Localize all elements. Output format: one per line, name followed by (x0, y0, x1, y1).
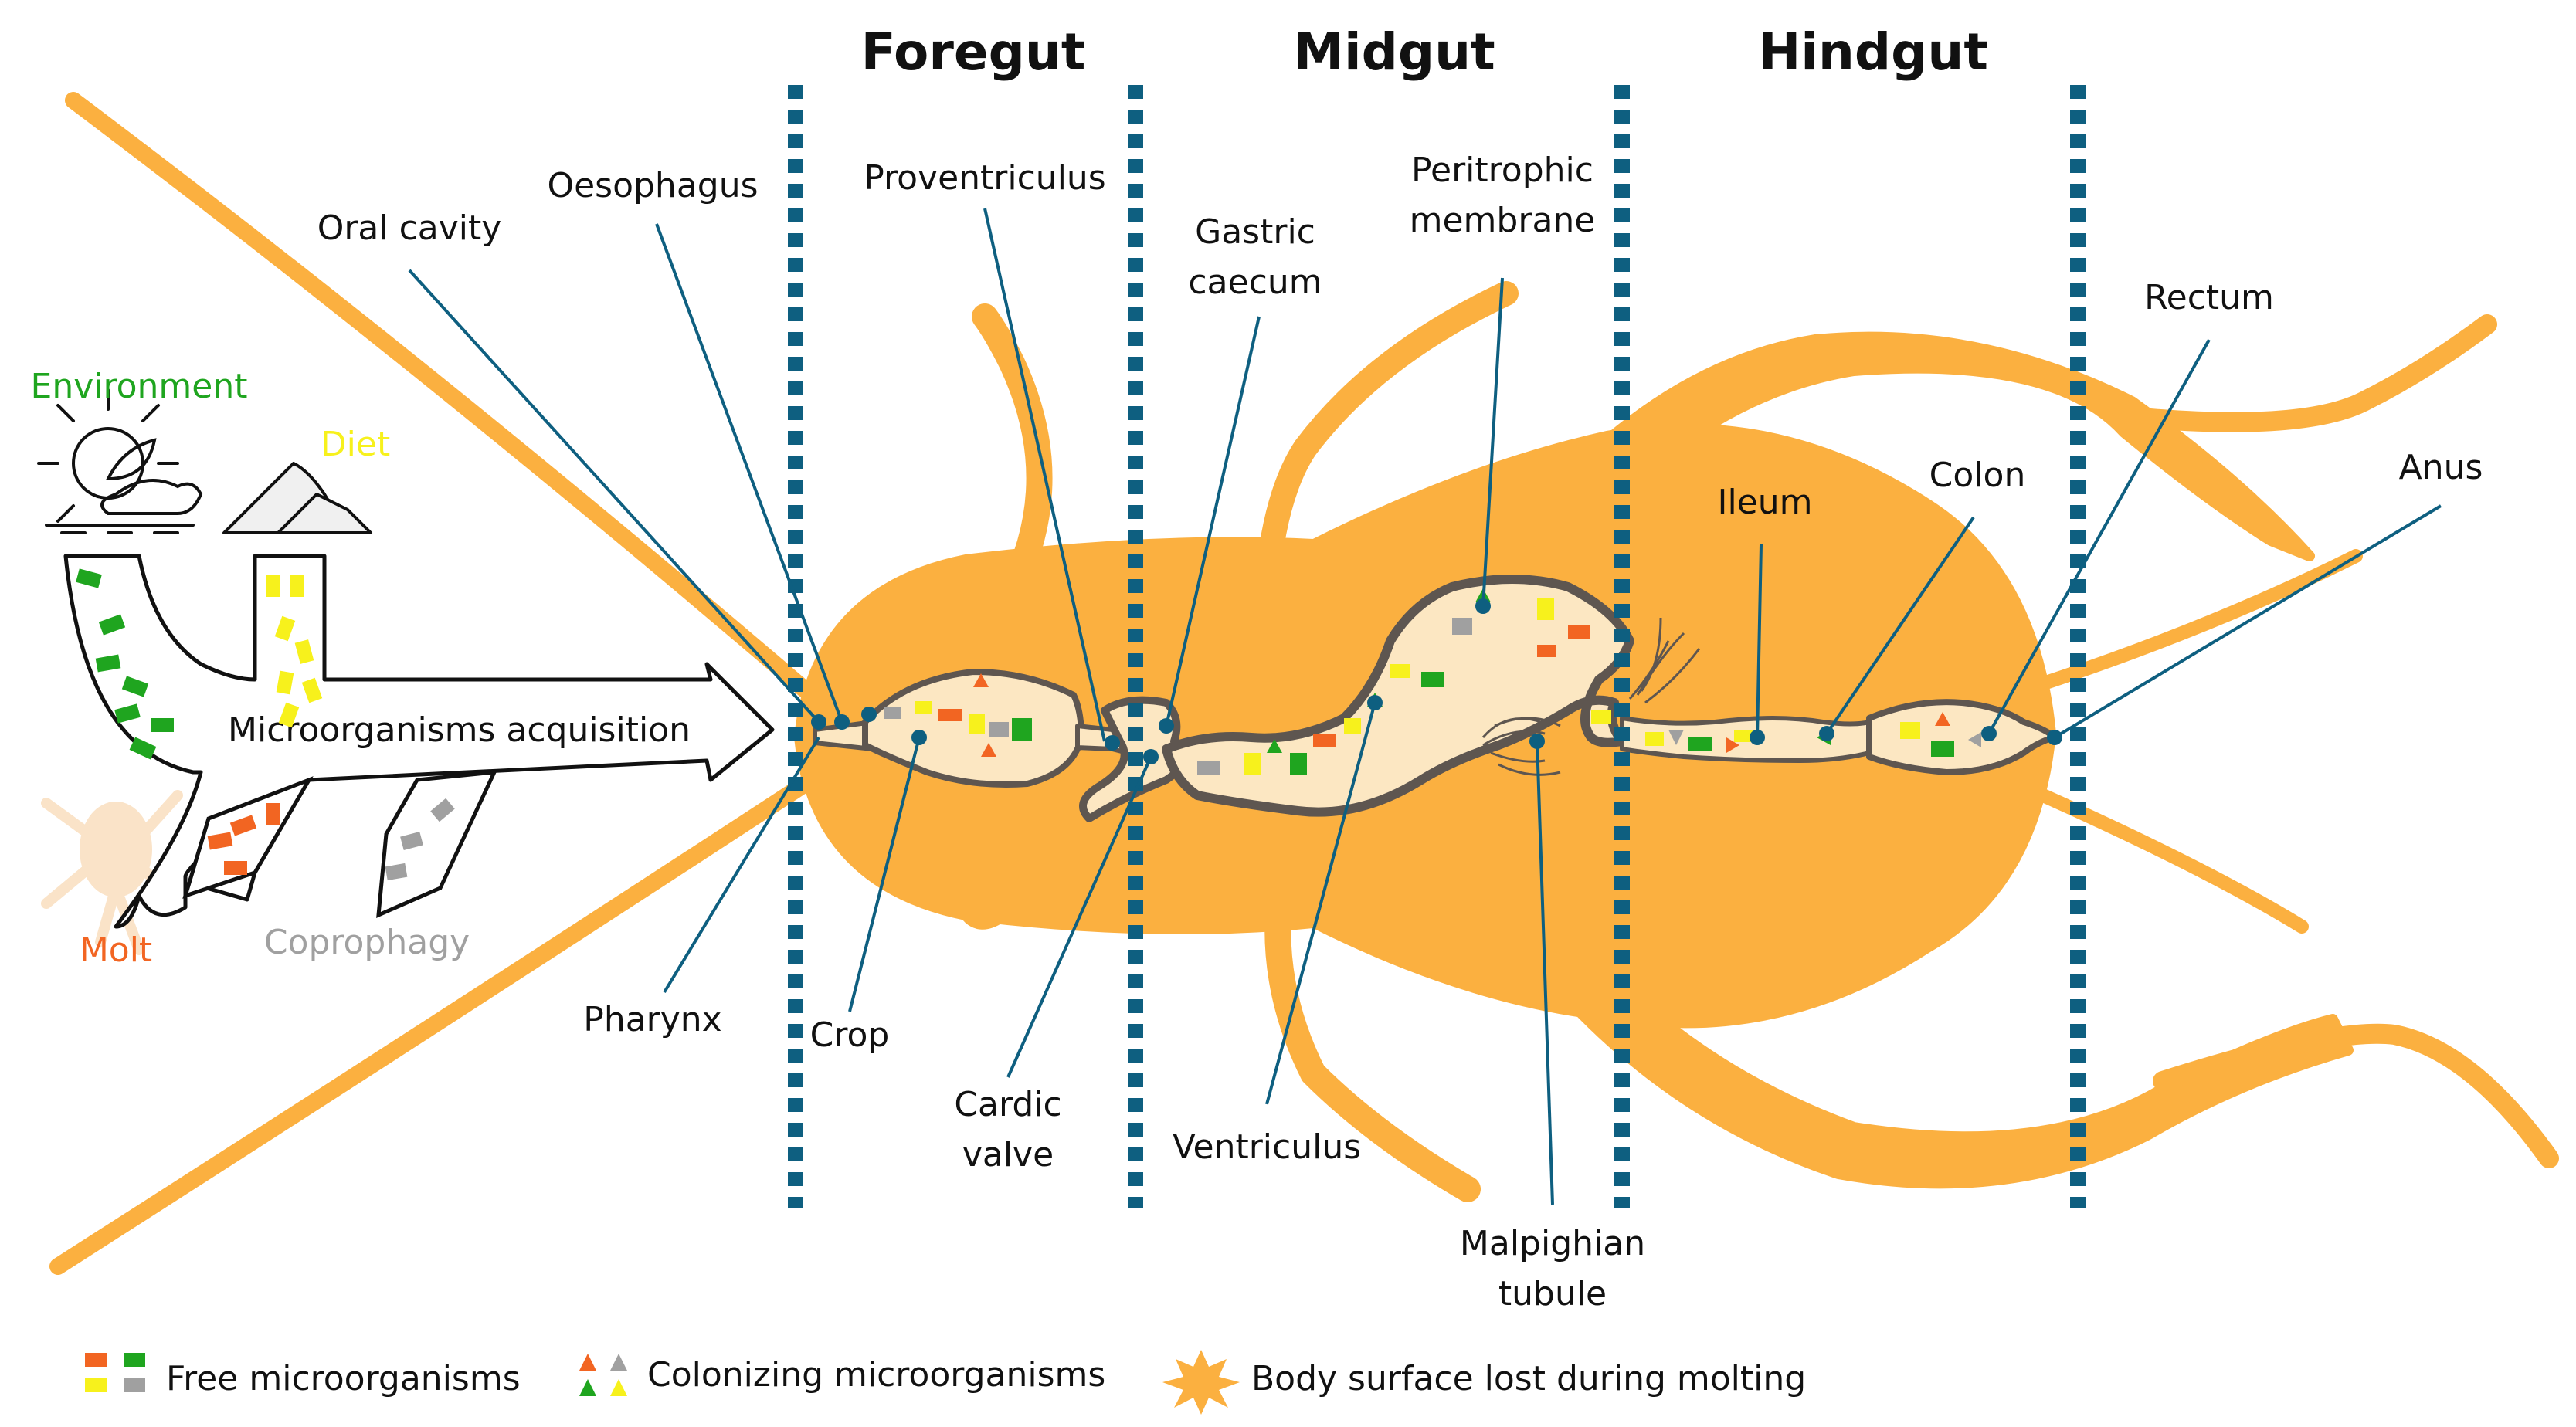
label-ileum: Ileum (1717, 483, 1812, 522)
legend-colonizing: Colonizing microorganisms (579, 1354, 1105, 1396)
label-ventriculus: Ventriculus (1173, 1127, 1361, 1167)
label-malpighian-1: Malpighian (1460, 1224, 1645, 1263)
legend-free-orange-swatch (85, 1353, 107, 1367)
region-titles: Foregut Midgut Hindgut (861, 22, 1988, 82)
antenna-lower (49, 771, 820, 1275)
hind-leg-upper (1462, 331, 2315, 639)
label-coprophagy: Coprophagy (264, 923, 470, 962)
label-malpighian-2: tubule (1498, 1274, 1607, 1313)
label-gastric-caecum-2: caecum (1188, 263, 1322, 302)
legend-colonizing-yellow-swatch (610, 1379, 627, 1396)
label-pharynx: Pharynx (583, 1000, 721, 1039)
label-peritrophic-1: Peritrophic (1411, 151, 1593, 190)
label-colon: Colon (1929, 456, 2026, 495)
region-midgut: Midgut (1293, 22, 1495, 82)
label-diet: Diet (321, 425, 390, 464)
label-anus: Anus (2399, 448, 2483, 487)
legend-molting: Body surface lost during molting (1162, 1350, 1806, 1415)
antenna-upper (65, 92, 820, 703)
legend-free-label: Free microorganisms (166, 1359, 521, 1398)
legend-free: Free microorganisms (85, 1353, 521, 1398)
label-cardic-1: Cardic (954, 1085, 1061, 1124)
label-molt: Molt (80, 930, 152, 970)
label-oral-cavity: Oral cavity (317, 208, 502, 248)
leader-lines (408, 208, 2442, 1205)
ventriculus-shape (1162, 575, 1634, 817)
legend-free-yellow-swatch (85, 1378, 107, 1392)
cercus-lower (2001, 773, 2309, 934)
label-peritrophic-2: membrane (1410, 201, 1596, 240)
legend-free-green-swatch (124, 1353, 145, 1367)
anchor-dots (811, 598, 2062, 764)
arrow-label: Microorganisms acquisition (228, 710, 691, 750)
label-rectum: Rectum (2144, 278, 2274, 317)
molt-ghost-icon (41, 790, 183, 955)
hind-tibia-upper (2122, 314, 2497, 432)
environment-icon (37, 388, 203, 534)
coprophagy-branch (376, 770, 498, 918)
diet-icon (222, 462, 372, 534)
label-oesophagus: Oesophagus (547, 166, 758, 205)
region-foregut: Foregut (861, 22, 1086, 82)
arrow-microorganisms (76, 568, 455, 881)
legend-colonizing-green-swatch (579, 1379, 596, 1396)
label-proventriculus: Proventriculus (864, 158, 1105, 198)
cercus-upper (2001, 549, 2363, 702)
label-cardic-2: valve (962, 1135, 1054, 1174)
label-environment: Environment (31, 367, 248, 406)
legend-free-gray-swatch (124, 1378, 145, 1392)
malpighian-tubules (1481, 617, 1701, 776)
region-hindgut: Hindgut (1758, 22, 1988, 82)
molting-splash-icon (1162, 1350, 1240, 1415)
hind-tibia-lower (2153, 1023, 2559, 1168)
structure-labels: Oral cavity Oesophagus Proventriculus Ga… (317, 151, 2483, 1313)
legend-colonizing-gray-swatch (610, 1354, 627, 1371)
hind-leg-lower (1462, 829, 2354, 1189)
legend: Free microorganisms Colonizing microorga… (85, 1350, 1806, 1415)
legend-colonizing-orange-swatch (579, 1354, 596, 1371)
label-crop: Crop (810, 1015, 890, 1055)
legend-molting-label: Body surface lost during molting (1251, 1359, 1806, 1398)
label-gastric-caecum-1: Gastric (1195, 212, 1315, 252)
legend-colonizing-label: Colonizing microorganisms (647, 1355, 1105, 1395)
middle-leg-upper (1254, 281, 1519, 599)
source-labels: Environment Diet Molt Coprophagy (31, 367, 470, 970)
